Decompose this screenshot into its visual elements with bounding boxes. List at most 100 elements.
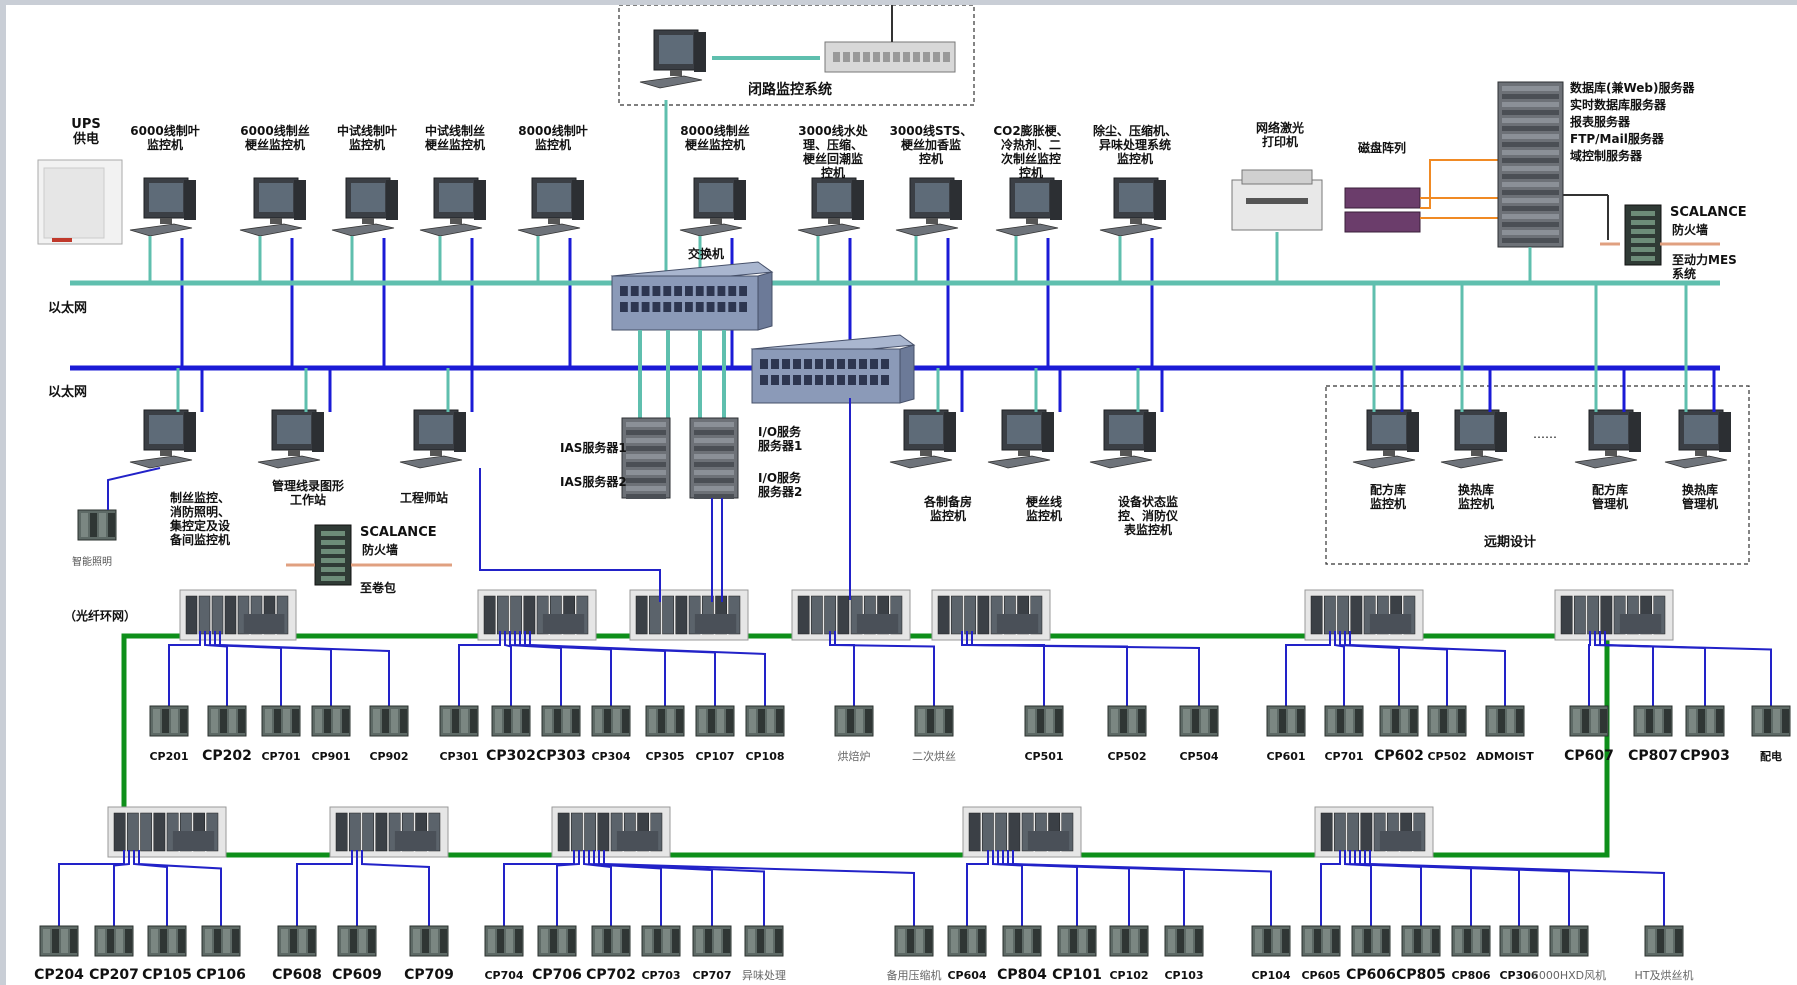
cp-drop-link (1321, 850, 1340, 926)
cp-drop-link (1345, 850, 1371, 926)
cp-label: CP702 (586, 967, 636, 983)
plc-rack-icon (1305, 590, 1423, 640)
cp-label: CP106 (196, 967, 246, 983)
cp-label: CP602 (1374, 748, 1424, 764)
cp-label: CP302 (486, 748, 536, 764)
cp-controller-icon (1180, 706, 1218, 736)
workstation-icon (332, 178, 398, 236)
cp-drop-link (1365, 850, 1569, 926)
cp-label: CP501 (1024, 750, 1063, 763)
plc-rack-icon (478, 590, 596, 640)
cp-controller-icon (1645, 926, 1683, 956)
cp-controller-icon (485, 926, 523, 956)
cp-label: 备用压缩机 (887, 968, 942, 982)
future-item-label: 换热库管理机 (1682, 482, 1718, 511)
cp-controller-icon (646, 706, 684, 736)
workstation-icon (988, 410, 1054, 468)
cp-controller-icon (1108, 706, 1146, 736)
cp-drop-link (967, 631, 1127, 706)
cp-controller-icon (1686, 706, 1724, 736)
cp-controller-icon (1325, 706, 1363, 736)
future-box-label: 远期设计 (1484, 534, 1536, 550)
future-item-label: 换热库监控机 (1458, 482, 1494, 511)
workstation-icon (896, 178, 962, 236)
cp-label: CP609 (332, 967, 382, 983)
lower-label: 管理线录图形工作站 (272, 478, 344, 507)
cp-label: CP103 (1164, 969, 1203, 982)
lower-label: 制丝监控、消防照明、集控定及设备间监控机 (169, 490, 231, 547)
upper-workstation-label: 3000线水处理、压缩、梗丝回潮监控机 (798, 123, 868, 180)
lower-label: 梗丝线监控机 (1026, 494, 1062, 523)
cp-controller-icon (1402, 926, 1440, 956)
cp-controller-icon (642, 926, 680, 956)
cp-drop-link (459, 631, 500, 706)
cp-label: HT及烘丝机 (1635, 968, 1694, 982)
plc-rack-icon (552, 807, 670, 857)
cp-drop-link (220, 631, 389, 706)
plc-rack-icon (180, 590, 296, 640)
cp-label: CP502 (1427, 750, 1466, 763)
cp-controller-icon (1752, 706, 1790, 736)
cp-controller-icon (1428, 706, 1466, 736)
cp-label: CP104 (1251, 969, 1290, 982)
cctv-label: 闭路监控系统 (748, 81, 832, 98)
cp-drop-link (1345, 631, 1447, 706)
workstation-icon (996, 178, 1062, 236)
server-rack-label: 实时数据库服务器 (1570, 97, 1667, 112)
network-switch-icon (612, 262, 772, 330)
cp-controller-icon (40, 926, 78, 956)
plc-rack-icon (932, 590, 1050, 640)
cp-controller-icon (208, 706, 246, 736)
cp-controller-icon (1486, 706, 1524, 736)
cp-controller-icon (1550, 926, 1588, 956)
cp-drop-link (1589, 631, 1590, 706)
cp-controller-icon (835, 706, 873, 736)
switch-label: 交换机 (688, 246, 724, 261)
cp-drop-link (504, 850, 574, 926)
cp-drop-link (967, 850, 988, 926)
cp-label: CP605 (1301, 969, 1340, 982)
cp-controller-icon (370, 706, 408, 736)
cp-controller-icon (1110, 926, 1148, 956)
cp-label: CP107 (695, 750, 734, 763)
future-ellipsis: …… (1533, 427, 1557, 441)
cp-drop-link (215, 631, 331, 706)
cp-label: CP701 (261, 750, 300, 763)
cp-controller-icon (1570, 706, 1608, 736)
cp-label: CP901 (311, 750, 350, 763)
workstation-icon (518, 178, 584, 236)
cp-drop-link (530, 631, 765, 706)
cp-controller-icon (915, 706, 953, 736)
printer-label: 网络激光打印机 (1256, 120, 1304, 149)
cp-controller-icon (1252, 926, 1290, 956)
cp-label: CP807 (1628, 748, 1678, 764)
cp-drop-link (1605, 631, 1771, 706)
upper-workstation-label: CO2膨胀梗、冷热剂、二次制丝监控控机 (993, 123, 1068, 180)
cp-drop-link (362, 850, 429, 926)
plc-rack-icon (1315, 807, 1433, 857)
cp-controller-icon (440, 706, 478, 736)
cp-controller-icon (895, 926, 933, 956)
upper-workstation-label: 3000线STS、梗丝加香监控机 (890, 123, 973, 166)
cp-label: CP607 (1564, 748, 1614, 764)
plc-rack-icon (963, 807, 1081, 857)
lower-label: 设备状态监控、消防仪表监控机 (1118, 494, 1179, 537)
cp-controller-icon (746, 706, 784, 736)
cp-label: CP303 (536, 748, 586, 764)
cp-label: CP806 (1451, 969, 1490, 982)
cp-label: CP504 (1179, 750, 1218, 763)
workstation-icon (130, 410, 196, 468)
cp-label: 配电 (1760, 749, 1782, 763)
cp-label: CP701 (1324, 750, 1363, 763)
storage-link (1420, 160, 1500, 208)
io-server-2-label: I/O服务服务器2 (758, 470, 802, 499)
upper-workstation-label: 中试线制丝梗丝监控机 (425, 123, 485, 152)
workstation-icon (1575, 410, 1641, 468)
network-switch-icon (752, 335, 914, 403)
plc-rack-icon (630, 590, 748, 640)
cp-controller-icon (1380, 706, 1418, 736)
plc-rack-icon (330, 807, 448, 857)
cp-label: CP204 (34, 967, 84, 983)
server-tower-icon (690, 418, 738, 499)
